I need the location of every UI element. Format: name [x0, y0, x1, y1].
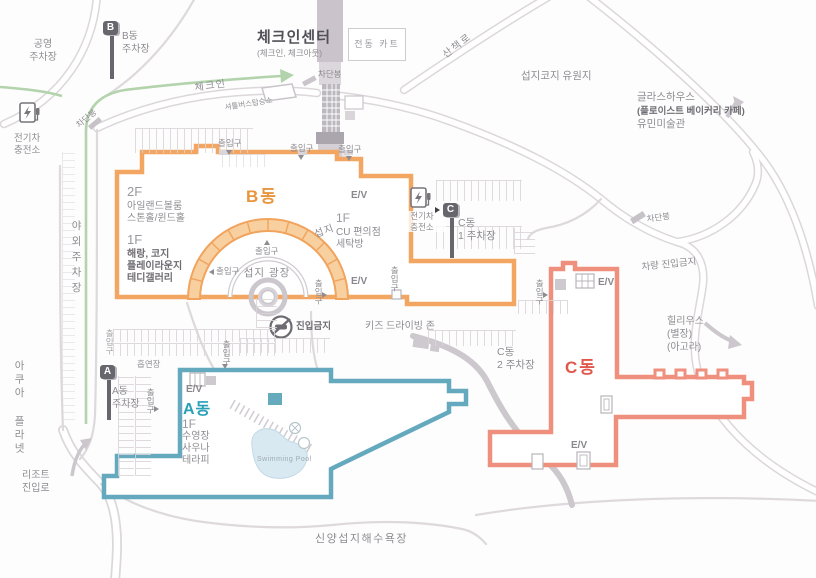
sign-a: A [100, 365, 115, 379]
arrow-right-icon [543, 292, 548, 298]
sign-c-pole [450, 216, 454, 258]
building-c-label: C동 [565, 358, 597, 377]
parking-stalls [113, 343, 275, 356]
electric-cart-label: 전동 카트 [354, 38, 400, 49]
barrier-label: 차단봉 [318, 69, 342, 79]
parking-stalls [222, 154, 266, 167]
parking-stalls [436, 226, 522, 249]
parking-stalls [518, 300, 568, 314]
parking-stalls [118, 376, 134, 476]
a-item: 테라피 [182, 455, 210, 466]
kids-zone-label: 키즈 드라이빙 존 [365, 321, 435, 332]
a-floor-label: 1F [182, 417, 197, 431]
a-item: 수영장 [182, 431, 210, 442]
entrance-label: 출입구 [290, 143, 314, 153]
arrow-left-icon [209, 269, 214, 275]
c-parking1-label: C동 1 주차장 [458, 217, 496, 243]
building-b-arc-wing [186, 218, 350, 300]
entrance-label: 출입구 [313, 279, 324, 305]
entrance-label: 출입구 [104, 329, 115, 355]
sign-c: C [443, 203, 458, 217]
parking-stalls [240, 338, 330, 353]
arrow-down-icon [222, 364, 228, 369]
b-right-floor-label: 1F [336, 211, 351, 225]
elevator-label: E/V [351, 276, 368, 287]
b-parking-label: B동 주차장 [122, 31, 150, 55]
arrow-right-icon [322, 292, 327, 298]
checkin-center-title: 체크인센터 [257, 29, 332, 46]
entrance-label: 출입구 [145, 388, 156, 414]
a-parking-label: A동 주차장 [112, 386, 140, 410]
seopjikoji-label: 섭지코지 유원지 [521, 70, 592, 82]
parking-stalls [135, 128, 253, 153]
barrier-bars [87, 117, 646, 225]
parking-stalls [514, 228, 535, 254]
ev-station-label: 전기차 충전소 [14, 133, 41, 156]
shuttle-stop-shape [261, 83, 297, 102]
arrow-up-icon [264, 240, 270, 245]
checkin-center-subtitle: (체크인, 체크아웃) [257, 48, 323, 58]
b-floor1-item: 해랑, 코지 [127, 249, 170, 260]
entrance-label: 출입구 [534, 279, 545, 305]
beach-label: 신양섭지해수욕장 [315, 533, 408, 545]
c-parking2-label: C동 2 주차장 [497, 346, 535, 372]
resort-entrance-label: 리조트 진입로 [22, 470, 50, 494]
arrow-right-icon [154, 406, 159, 412]
elevator-label: E/V [598, 277, 615, 288]
b-floor2-label: 2F [127, 184, 143, 199]
parking-stalls [135, 376, 151, 476]
no-entry-label: 진입금지 [296, 321, 331, 332]
ev-charger-icon [19, 102, 40, 123]
electric-cart-zone: 전동 카트 [348, 28, 406, 61]
elevator-label: E/V [571, 440, 588, 451]
checkin-green-route [0, 74, 282, 424]
building-a-label: A동 [183, 401, 212, 418]
direction-arrows [70, 96, 744, 477]
entrance-label: 출입구 [338, 144, 362, 154]
sign-b-pole [110, 34, 114, 79]
a-item: 사우나 [182, 443, 210, 454]
entrance-label: 출입구 [218, 138, 242, 148]
entrance-label: 출입구 [389, 266, 400, 292]
b-right-item: CU 편의점 [336, 227, 381, 238]
elevator-label: E/V [186, 384, 203, 395]
swimming-pool-label: Swimming Pool [257, 456, 312, 463]
parking-stalls [428, 330, 516, 346]
b-floor1-label: 1F [127, 232, 143, 247]
kids-zone-path [410, 333, 575, 508]
ev-charger-icon [410, 187, 431, 208]
sign-a-pole [107, 378, 111, 420]
parking-stalls [62, 152, 75, 420]
b-floor2-item: 아일랜드볼룸 [127, 201, 183, 212]
seopji-plaza-label: 섭지 광장 [243, 267, 291, 279]
parking-stalls [256, 298, 277, 328]
b-floor1-item: 테디갤러리 [127, 273, 173, 284]
outdoor-parking-label: 야외주차장 [70, 220, 83, 298]
building-a-outline [101, 367, 469, 500]
ev-station-label: 전기차 충전소 [398, 211, 446, 233]
building-b-label: B동 [246, 187, 278, 206]
elevator-label: E/V [351, 190, 368, 201]
smoking-area-label: 흡연장 [137, 359, 161, 369]
parking-stalls [113, 329, 275, 342]
entrance-label: 출입구 [216, 266, 240, 276]
hilius-label: 힐리우스 (별장) (아고라) [667, 316, 704, 353]
glasshouse-label: 글라스하우스 (플로이스트 베이커리 카페) 유민미술관 [637, 91, 745, 130]
parking-stalls [436, 180, 522, 201]
arrow-down-icon [226, 150, 232, 155]
entrance-label: 출입구 [255, 246, 279, 256]
entrance-label: 출입구 [221, 340, 232, 366]
b-floor1-item: 플레이라운지 [127, 261, 183, 272]
aqua-planet-label: 아쿠아 플라넷 [13, 360, 26, 456]
b-floor2-item: 스톤홀/윈드홀 [127, 213, 185, 224]
sign-c-arrow-icon [435, 207, 440, 213]
checkin-arrow-icon [280, 69, 294, 83]
b-right-item: 세탁방 [336, 239, 364, 250]
public-parking-label: 공영 주차장 [29, 39, 57, 63]
arrow-down-icon [298, 155, 304, 160]
arrow-down-icon [346, 156, 352, 161]
sign-b: B [103, 21, 118, 35]
